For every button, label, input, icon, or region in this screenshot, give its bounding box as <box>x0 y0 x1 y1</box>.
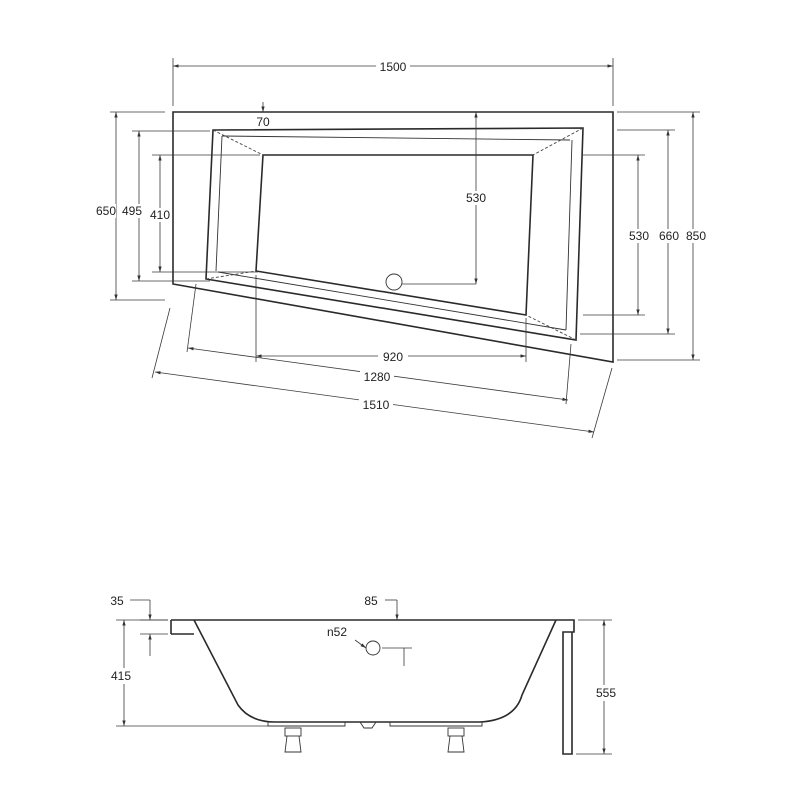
dimension-1500: 1500 <box>172 58 614 106</box>
label-70: 70 <box>256 115 270 129</box>
label-660: 660 <box>659 229 679 243</box>
label-530-mid: 530 <box>466 191 486 205</box>
label-1500: 1500 <box>380 60 407 74</box>
bathtub-body-profile <box>193 619 557 723</box>
bathtub-outer-outline <box>172 111 614 363</box>
label-495: 495 <box>122 204 142 218</box>
dimension-415: 415 <box>104 619 268 727</box>
dimension-495: 495 <box>119 130 210 282</box>
overflow-icon <box>365 640 381 656</box>
dimension-85: 85 <box>364 594 399 620</box>
label-650: 650 <box>96 204 116 218</box>
dimension-920: 920 <box>255 275 527 364</box>
bathtub-rim-profile <box>171 619 575 755</box>
drain-icon <box>385 273 403 291</box>
bathtub-feet <box>267 721 483 753</box>
label-85: 85 <box>364 594 378 608</box>
dimension-35: 35 <box>110 594 168 656</box>
dimension-70: 70 <box>256 102 270 129</box>
dimension-1510: 1510 <box>151 307 613 439</box>
top-view: 1500 70 650 495 410 <box>92 58 709 439</box>
label-410: 410 <box>150 208 170 222</box>
dimension-530-mid: 530 <box>462 112 490 284</box>
dimension-410: 410 <box>146 154 260 273</box>
dimension-850: 850 <box>617 111 709 361</box>
label-415: 415 <box>111 669 131 683</box>
basin-slope-lines <box>205 127 584 341</box>
dimension-660: 660 <box>580 129 682 335</box>
label-920: 920 <box>383 350 403 364</box>
label-1280: 1280 <box>364 370 391 384</box>
dimension-530-right: 530 <box>583 154 652 316</box>
dimension-555: 555 <box>576 619 630 755</box>
label-35: 35 <box>110 594 124 608</box>
label-850: 850 <box>686 229 706 243</box>
dimension-650: 650 <box>92 111 165 301</box>
label-555: 555 <box>596 686 616 700</box>
label-1510: 1510 <box>363 398 390 412</box>
label-530-right: 530 <box>629 229 649 243</box>
label-n52: n52 <box>327 625 347 639</box>
side-view: n52 35 85 415 <box>104 594 630 755</box>
bathtub-basin-outline <box>255 154 534 316</box>
